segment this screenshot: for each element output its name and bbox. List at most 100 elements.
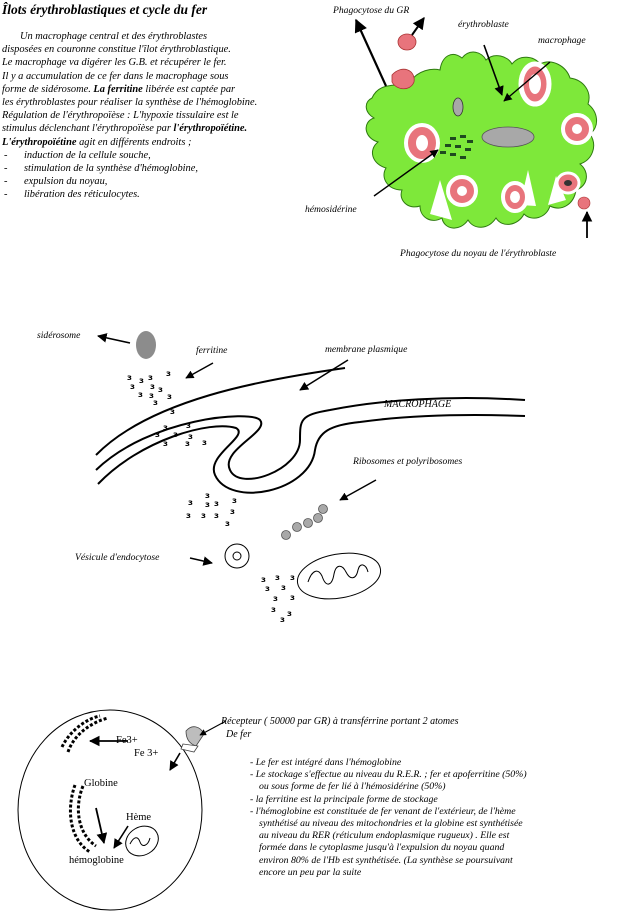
- endocytosis-vesicle: [224, 543, 250, 569]
- svg-text:ɜ: ɜ: [265, 584, 270, 593]
- intro-line: Régulation de l'érythropoïèse : L'hypoxi…: [2, 110, 239, 122]
- label-ferritine: ferritine: [196, 345, 228, 356]
- svg-text:ɜ: ɜ: [280, 615, 285, 624]
- note-line: au niveau du RER (réticulum endoplasmiqu…: [259, 830, 510, 842]
- svg-text:ɜ: ɜ: [232, 496, 237, 505]
- svg-text:ɜ: ɜ: [225, 519, 230, 528]
- erythropoietine-bold: L'érythropoïétine: [2, 136, 77, 148]
- svg-text:ɜ: ɜ: [188, 498, 193, 507]
- cell-membrane: [17, 709, 203, 911]
- intro-line: Le macrophage va digérer les G.B. et réc…: [2, 57, 227, 69]
- plasma-membrane: [95, 367, 526, 494]
- svg-text:ɜ: ɜ: [281, 583, 286, 592]
- label-ribosomes: Ribosomes et polyribosomes: [353, 456, 463, 467]
- note-line: - l'hémoglobine est constituée de fer ve…: [250, 805, 516, 817]
- label-membrane: membrane plasmique: [325, 344, 408, 355]
- intro-text-span: agit en différents endroits ;: [76, 136, 192, 148]
- action-list: induction de la cellule souche, stimulat…: [2, 149, 332, 202]
- erythropoietine-bold: l'érythropoïétine.: [173, 123, 248, 135]
- intro-line: forme de sidérosome. La ferritine libéré…: [2, 83, 332, 96]
- svg-text:ɜ: ɜ: [138, 390, 143, 399]
- label-erythroblaste: érythroblaste: [458, 19, 509, 30]
- list-item: stimulation de la synthèse d'hémoglobine…: [2, 162, 332, 175]
- ribosomes: [281, 504, 328, 540]
- svg-text:ɜ: ɜ: [273, 594, 278, 603]
- note-line: encore un peu par la suite: [259, 866, 362, 878]
- list-item: libération des réticulocytes.: [2, 188, 332, 201]
- label-phagocytose-noyau: Phagocytose du noyau de l'érythroblaste: [400, 248, 557, 259]
- iron-notes-list: - Le fer est intégré dans l'hémoglobine …: [250, 757, 618, 879]
- svg-text:ɜ: ɜ: [155, 430, 160, 439]
- svg-text:ɜ: ɜ: [202, 438, 207, 447]
- svg-text:ɜ: ɜ: [163, 439, 168, 448]
- label-vesicule: Vésicule d'endocytose: [75, 552, 160, 563]
- svg-text:ɜ: ɜ: [163, 423, 168, 432]
- label-phagocytose-gr: Phagocytose du GR: [333, 5, 410, 16]
- svg-text:ɜ: ɜ: [150, 382, 155, 391]
- ferritine-bold: La ferritine: [93, 83, 143, 95]
- receptor-note-line1: Récepteur ( 50000 par GR) à transférrine…: [221, 716, 459, 727]
- mitochondrion-rbc: [125, 825, 159, 857]
- label-fe3-b: Fe 3+: [134, 748, 159, 759]
- list-item: induction de la cellule souche,: [2, 149, 332, 162]
- intro-text-span: stimulus déclenchant l'érythropoïèse par: [2, 123, 174, 135]
- svg-text:ɜ: ɜ: [153, 398, 158, 407]
- inclusion: [452, 97, 464, 117]
- intro-line: L'érythropoïétine agit en différents end…: [2, 136, 332, 149]
- label-globine: Globine: [84, 778, 118, 789]
- svg-text:ɜ: ɜ: [170, 407, 175, 416]
- svg-text:ɜ: ɜ: [130, 382, 135, 391]
- svg-text:ɜ: ɜ: [186, 421, 191, 430]
- note-line: synthétisé au niveau des mitochondries e…: [259, 818, 523, 830]
- svg-text:ɜ: ɜ: [205, 491, 210, 500]
- note-line: - Le stockage s'effectue au niveau du R.…: [250, 769, 527, 781]
- svg-text:ɜ: ɜ: [173, 430, 178, 439]
- svg-text:ɜ: ɜ: [149, 391, 154, 400]
- phagocytosed-gr: [391, 68, 415, 90]
- svg-text:ɜ: ɜ: [271, 605, 276, 614]
- note-line: - Le fer est intégré dans l'hémoglobine: [250, 757, 402, 768]
- svg-text:ɜ: ɜ: [205, 500, 210, 509]
- hemosiderin-granules: [440, 135, 473, 159]
- svg-text:ɜ: ɜ: [167, 392, 172, 401]
- intro-line: Il y a accumulation de ce fer dans le ma…: [2, 70, 229, 82]
- svg-text:ɜ: ɜ: [188, 432, 193, 441]
- label-siderosome: sidérosome: [37, 330, 81, 341]
- intro-line: stimulus déclenchant l'érythropoïèse par…: [2, 122, 332, 135]
- label-hemoglobine: hémoglobine: [69, 855, 124, 866]
- receptor-note-line2: De fer: [226, 729, 252, 740]
- list-item: expulsion du noyau,: [2, 175, 332, 188]
- label-fe3-a: Fe3+: [116, 735, 138, 746]
- free-gr: [397, 33, 417, 51]
- svg-text:ɜ: ɜ: [148, 373, 153, 382]
- siderosome: [136, 331, 156, 359]
- svg-text:ɜ: ɜ: [290, 573, 295, 582]
- mitochondrion: [296, 552, 382, 600]
- intro-line: disposées en couronne constitue l'îlot é…: [2, 44, 231, 56]
- intro-text: Un macrophage central et des érythroblas…: [2, 30, 332, 202]
- svg-text:ɜ: ɜ: [185, 439, 190, 448]
- svg-text:ɜ: ɜ: [230, 507, 235, 516]
- intro-line: Un macrophage central et des érythroblas…: [20, 31, 208, 42]
- erythroblastic-island-diagram: [354, 17, 597, 238]
- intro-text-span: libérée est captée par: [142, 83, 236, 95]
- svg-text:ɜ: ɜ: [186, 511, 191, 520]
- intro-line: les érythroblastes pour réaliser la synt…: [2, 97, 258, 109]
- label-hemosiderine: hémosidérine: [305, 204, 357, 215]
- svg-text:ɜ: ɜ: [214, 511, 219, 520]
- svg-text:ɜ: ɜ: [287, 609, 292, 618]
- label-macrophage: macrophage: [538, 35, 586, 46]
- svg-text:ɜ: ɜ: [166, 369, 171, 378]
- macrophage-nucleus: [481, 126, 535, 148]
- label-macrophage-2: MACROPHAGE: [384, 399, 452, 410]
- note-line: environ 80% de l'Hb est synthétisée. (La…: [259, 854, 513, 866]
- svg-text:ɜ: ɜ: [127, 373, 132, 382]
- note-line: ou sous forme de fer lié à l'hémosidérin…: [259, 781, 446, 793]
- svg-text:ɜ: ɜ: [201, 511, 206, 520]
- svg-text:ɜ: ɜ: [139, 376, 144, 385]
- svg-text:ɜ: ɜ: [290, 593, 295, 602]
- note-line: formée dans le cytoplasme jusqu'à l'expu…: [259, 842, 505, 854]
- label-heme: Hème: [126, 812, 152, 823]
- note-line: - la ferritine est la principale forme d…: [250, 793, 438, 805]
